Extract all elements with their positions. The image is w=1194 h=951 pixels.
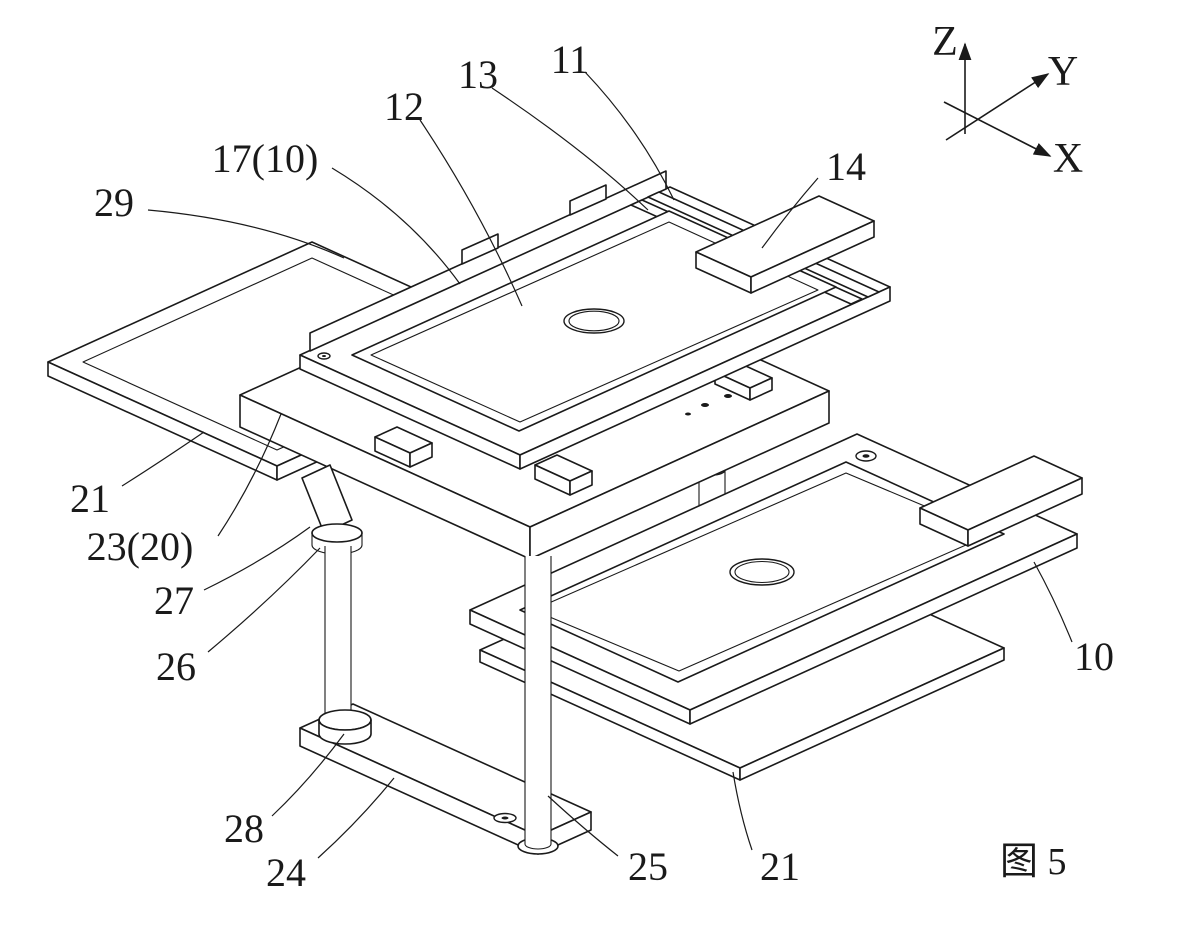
z-axis-label: Z — [932, 19, 958, 65]
part-label-12: 12 — [384, 84, 424, 129]
lower-stage-hole — [729, 558, 795, 586]
leader-12 — [419, 119, 523, 307]
part-label-25: 25 — [628, 844, 668, 889]
bracket-plate-27 — [301, 464, 353, 534]
upper-frame-right-face — [519, 286, 891, 470]
leader-25 — [547, 795, 619, 857]
figure-caption: 图 5 — [1000, 841, 1067, 883]
flange-disc-27 — [311, 523, 363, 543]
upper-stage-hole — [563, 308, 625, 334]
leader-13 — [491, 87, 649, 211]
part-label-29: 29 — [94, 180, 134, 225]
leader-11 — [584, 71, 675, 201]
leader-lines — [121, 71, 1073, 859]
leader-21-left — [121, 431, 205, 487]
bracket-26-27 — [301, 464, 363, 555]
part-label-24: 24 — [266, 850, 306, 895]
y-axis-label: Y — [1048, 49, 1078, 95]
part-label-21-bottom: 21 — [760, 844, 800, 889]
leader-26 — [207, 547, 321, 653]
leader-21-bottom — [732, 771, 753, 851]
under-rail-right-face — [739, 647, 1005, 781]
part-label-21-left: 21 — [70, 476, 110, 521]
part-labels: 11 13 12 17(10) 14 29 21 23(20) 27 26 28… — [70, 37, 1114, 895]
part-label-14: 14 — [826, 144, 866, 189]
guide-blocks — [374, 361, 773, 496]
leader-27 — [203, 526, 311, 591]
part-label-13: 13 — [458, 52, 498, 97]
leader-24 — [317, 777, 395, 859]
leader-14 — [761, 177, 819, 249]
support-column-25 — [517, 556, 559, 855]
part-label-27: 27 — [154, 578, 194, 623]
foot-knob-28 — [318, 709, 372, 745]
part-label-28: 28 — [224, 806, 264, 851]
x-axis-label: X — [1053, 136, 1083, 182]
upper-stage-back-flange — [309, 170, 667, 352]
leader-29 — [147, 209, 345, 259]
leader-10 — [1033, 561, 1073, 643]
part-label-10: 10 — [1074, 634, 1114, 679]
lower-frame-right-face — [689, 533, 1078, 725]
leader-23-20 — [217, 413, 282, 537]
middle-plate-right-face — [529, 390, 830, 560]
part-label-11: 11 — [551, 37, 590, 82]
y-axis-arrow-icon — [945, 73, 1050, 141]
x-axis-arrow-icon — [943, 101, 1052, 157]
part-label-17-10: 17(10) — [212, 136, 319, 181]
leader-28 — [271, 733, 345, 817]
part-label-26: 26 — [156, 644, 196, 689]
coordinate-axes: Z Y X — [932, 19, 1083, 182]
part-label-23-20: 23(20) — [87, 524, 194, 569]
support-column-left — [324, 546, 352, 718]
upper-stage — [299, 170, 891, 470]
leader-17-10 — [331, 167, 461, 285]
